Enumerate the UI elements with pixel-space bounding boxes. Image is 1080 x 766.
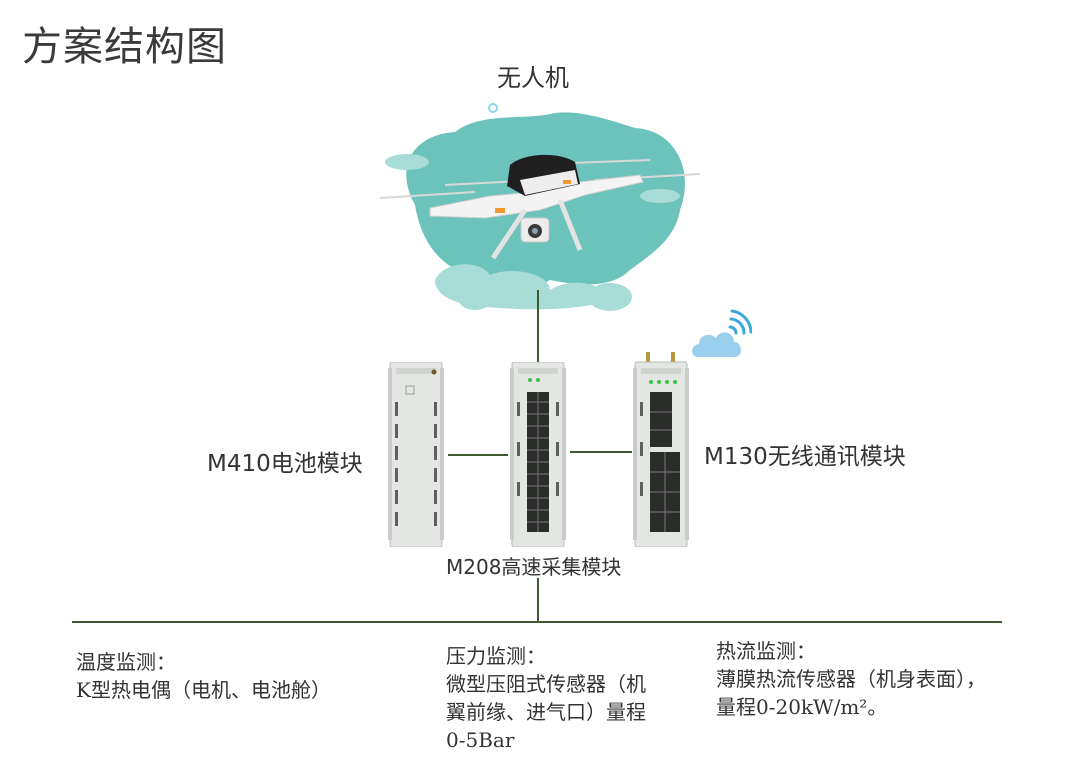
pressure-heading: 压力监测： [446,644,546,668]
m208-module-image [510,362,566,547]
heat-flux-desc: 薄膜热流传感器（机身表面），量程0-20kW/m²。 [716,667,986,719]
heat-flux-monitoring: 热流监测： 薄膜热流传感器（机身表面），量程0-20kW/m²。 [716,637,1001,721]
m410-label: M410电池模块 [207,451,363,477]
connector-m208-m130 [570,451,632,453]
sensor-bus-line [72,621,1002,623]
pressure-monitoring: 压力监测： 微型压阻式传感器（机翼前缘、进气口）量程0-5Bar [446,642,661,754]
m410-module-image [388,362,444,547]
connector-drone-m208 [537,290,539,365]
m130-module-image [633,352,689,547]
page-title: 方案结构图 [22,24,227,70]
heat-flux-heading: 热流监测： [716,639,816,663]
drone-label: 无人机 [497,64,569,92]
drone-icon [379,154,701,260]
pressure-desc: 微型压阻式传感器（机翼前缘、进气口）量程0-5Bar [446,672,646,752]
drone-illustration [379,103,701,311]
connector-m208-sensors [537,578,539,621]
m130-label: M130无线通讯模块 [704,444,906,470]
temperature-desc: K型热电偶（电机、电池舱） [76,678,331,702]
cloud-wifi-icon [692,309,752,357]
temperature-monitoring: 温度监测： K型热电偶（电机、电池舱） [76,648,406,704]
m208-label: M208高速采集模块 [446,555,622,579]
temperature-heading: 温度监测： [76,650,176,674]
connector-m410-m208 [448,454,508,456]
